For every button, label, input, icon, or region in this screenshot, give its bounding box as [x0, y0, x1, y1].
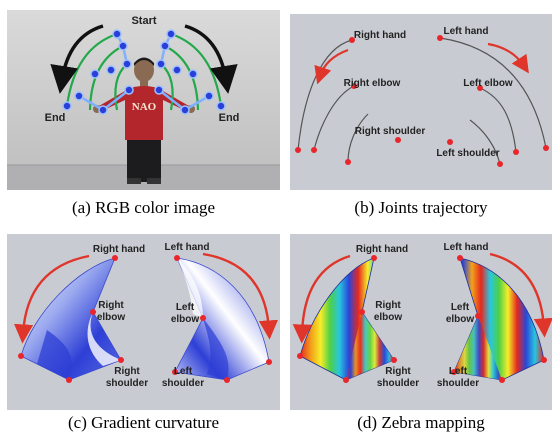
arrow-right-hand-icon	[314, 48, 349, 85]
caption-d: (d) Zebra mapping	[357, 413, 485, 432]
arrow-right-arm-icon	[14, 254, 90, 344]
caption-b: (b) Joints trajectory	[354, 198, 488, 217]
rgb-image-figure: NAO	[7, 10, 280, 190]
label-right-hand: Right hand	[354, 30, 406, 41]
arrow-right-arm-icon	[292, 254, 351, 344]
arrow-left-icon	[50, 24, 104, 94]
arrow-left-arm-icon	[202, 252, 278, 340]
label-right-elbow-line1: Right	[375, 300, 401, 311]
shirt-text: NAO	[132, 101, 157, 113]
caption-c: (c) Gradient curvature	[67, 413, 220, 432]
label-left-hand: Left hand	[444, 242, 489, 253]
label-left-elbow: Left elbow	[463, 78, 513, 89]
label-right-elbow-line1: Right	[98, 300, 124, 311]
label-right-shoulder-line1: Right	[114, 366, 140, 377]
label-right-elbow: Right elbow	[344, 78, 401, 89]
label-right-shoulder-line1: Right	[385, 366, 411, 377]
panel-rgb-image: NAO	[7, 10, 280, 190]
label-left-elbow-line1: Left	[451, 302, 470, 313]
label-left-shoulder-line1: Left	[174, 366, 193, 377]
label-left-elbow-line2: elbow	[446, 314, 475, 325]
label-right-shoulder-line2: shoulder	[106, 378, 148, 389]
label-left-elbow-line2: elbow	[171, 314, 200, 325]
panel-joints-trajectory: Right hand Left hand Right elbow Left el…	[290, 14, 552, 190]
label-left-shoulder: Left shoulder	[436, 148, 499, 159]
label-right-hand: Right hand	[93, 244, 145, 255]
label-end-left: End	[45, 112, 66, 124]
arrow-left-arm-icon	[489, 252, 552, 338]
label-right-elbow-line2: elbow	[97, 312, 126, 323]
label-left-shoulder-line2: shoulder	[162, 378, 204, 389]
arrow-right-icon	[184, 24, 238, 94]
label-left-shoulder-line2: shoulder	[437, 378, 479, 389]
caption-a: (a) RGB color image	[71, 198, 216, 217]
trajectory-curves	[297, 37, 547, 165]
label-right-shoulder: Right shoulder	[355, 126, 426, 137]
label-right-hand: Right hand	[356, 244, 408, 255]
joints-trajectory-figure: Right hand Left hand Right elbow Left el…	[290, 14, 552, 190]
zebra-mapping-figure: Right hand Left hand Right elbow Left el…	[290, 234, 552, 410]
person-figure: NAO	[93, 57, 195, 184]
zebra-joint-markers	[297, 255, 547, 383]
joint-endpoints	[295, 35, 549, 167]
panel-zebra-mapping: Right hand Left hand Right elbow Left el…	[290, 234, 552, 410]
label-right-shoulder-line2: shoulder	[377, 378, 419, 389]
label-right-elbow-line2: elbow	[374, 312, 403, 323]
label-left-hand: Left hand	[444, 26, 489, 37]
surface-joint-markers	[18, 255, 272, 383]
left-arm-surface	[174, 257, 270, 381]
arrow-left-hand-icon	[487, 42, 529, 74]
blue-joint-markers	[62, 29, 226, 115]
label-start: Start	[131, 15, 156, 27]
panel-gradient-curvature: Right hand Left hand Right elbow Left el…	[7, 234, 280, 410]
gradient-curvature-figure: Right hand Left hand Right elbow Left el…	[7, 234, 280, 410]
label-left-shoulder-line1: Left	[449, 366, 468, 377]
label-left-elbow-line1: Left	[176, 302, 195, 313]
label-left-hand: Left hand	[165, 242, 210, 253]
label-end-right: End	[219, 112, 240, 124]
